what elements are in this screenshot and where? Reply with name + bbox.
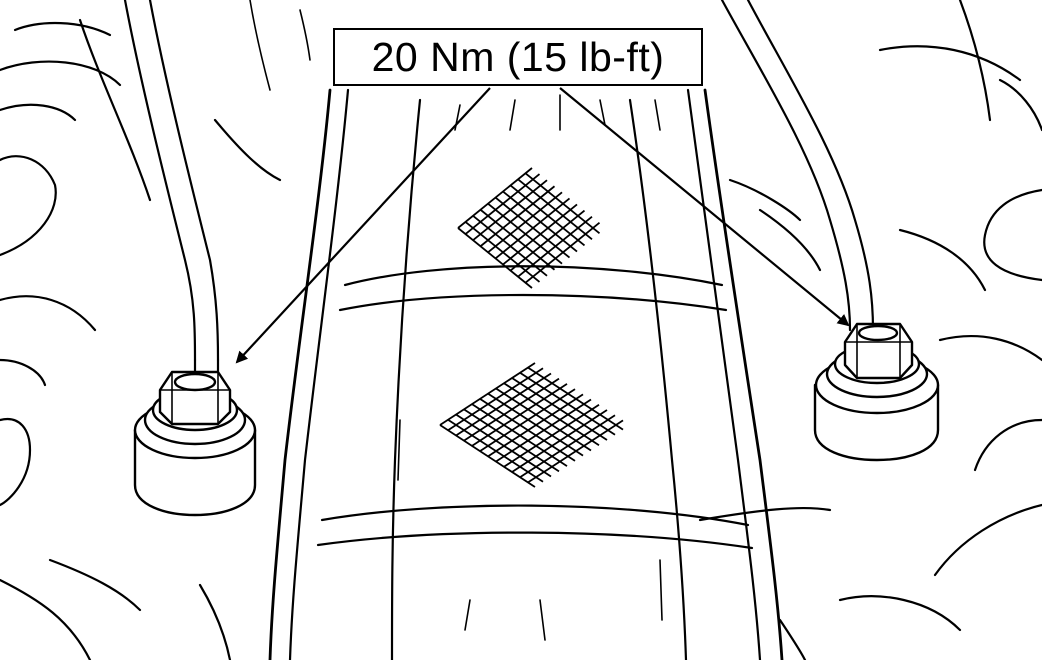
hatch-line <box>509 209 586 272</box>
right-bolt-assembly <box>813 322 940 462</box>
hatch-line <box>519 414 616 478</box>
hatch-line <box>487 393 584 458</box>
hatch-line <box>527 419 624 484</box>
arrow-to-left-bolt <box>235 87 491 364</box>
crosshatch-lower <box>439 362 624 488</box>
center-frame-rail <box>268 88 784 660</box>
torque-callout: 20 Nm (15 lb-ft) <box>333 28 703 86</box>
torque-value-label: 20 Nm (15 lb-ft) <box>371 33 665 80</box>
hatch-line <box>527 366 624 431</box>
hatch-line <box>503 382 600 446</box>
leader-arrows <box>235 87 850 364</box>
hatch-line <box>494 197 571 260</box>
hatch-line <box>511 409 608 473</box>
hatch-line <box>503 404 600 468</box>
arrow-to-right-bolt <box>559 87 850 327</box>
hatch-line <box>502 203 578 266</box>
hatch-line <box>517 178 593 241</box>
hatch-line <box>457 167 533 229</box>
hatch-line <box>511 377 608 441</box>
left-bolt-assembly <box>133 358 257 517</box>
hatch-line <box>439 362 536 426</box>
hatch-line <box>524 222 601 284</box>
hatch-line <box>524 172 601 234</box>
hatch-line <box>439 424 536 488</box>
hatch-line <box>502 190 578 253</box>
hatch-line <box>519 372 616 436</box>
hatch-line <box>517 215 593 278</box>
hatch-line <box>457 227 533 289</box>
hatch-line <box>509 184 586 247</box>
crosshatch-upper <box>457 167 601 289</box>
hatch-line <box>495 387 592 452</box>
hatch-line <box>495 398 592 463</box>
